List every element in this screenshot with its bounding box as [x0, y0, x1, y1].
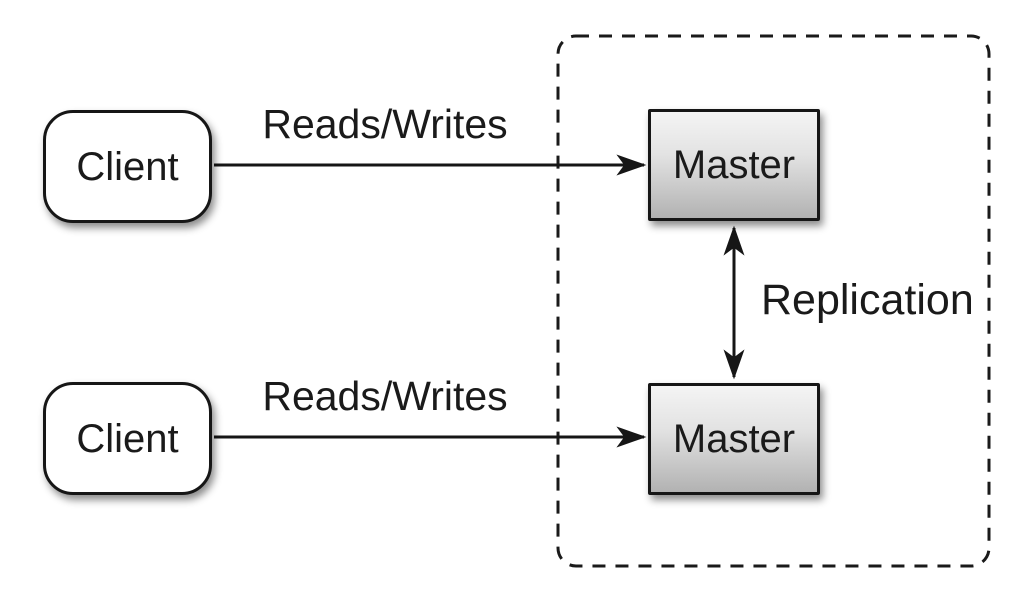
node-client-top: Client [43, 110, 212, 223]
node-master-bottom-label: Master [672, 417, 796, 461]
node-master-top-label: Master [672, 143, 796, 187]
replication-boundary-dashed-box [556, 34, 991, 568]
node-client-bottom-label: Client [76, 416, 179, 461]
node-master-top: Master [648, 109, 820, 221]
edge-label-reads-writes-top: Reads/Writes [262, 101, 508, 147]
node-client-bottom: Client [43, 382, 212, 495]
node-master-bottom: Master [648, 383, 820, 495]
edge-label-reads-writes-bottom: Reads/Writes [262, 373, 508, 419]
node-client-top-label: Client [76, 144, 179, 189]
edge-label-replication: Replication [761, 276, 974, 324]
